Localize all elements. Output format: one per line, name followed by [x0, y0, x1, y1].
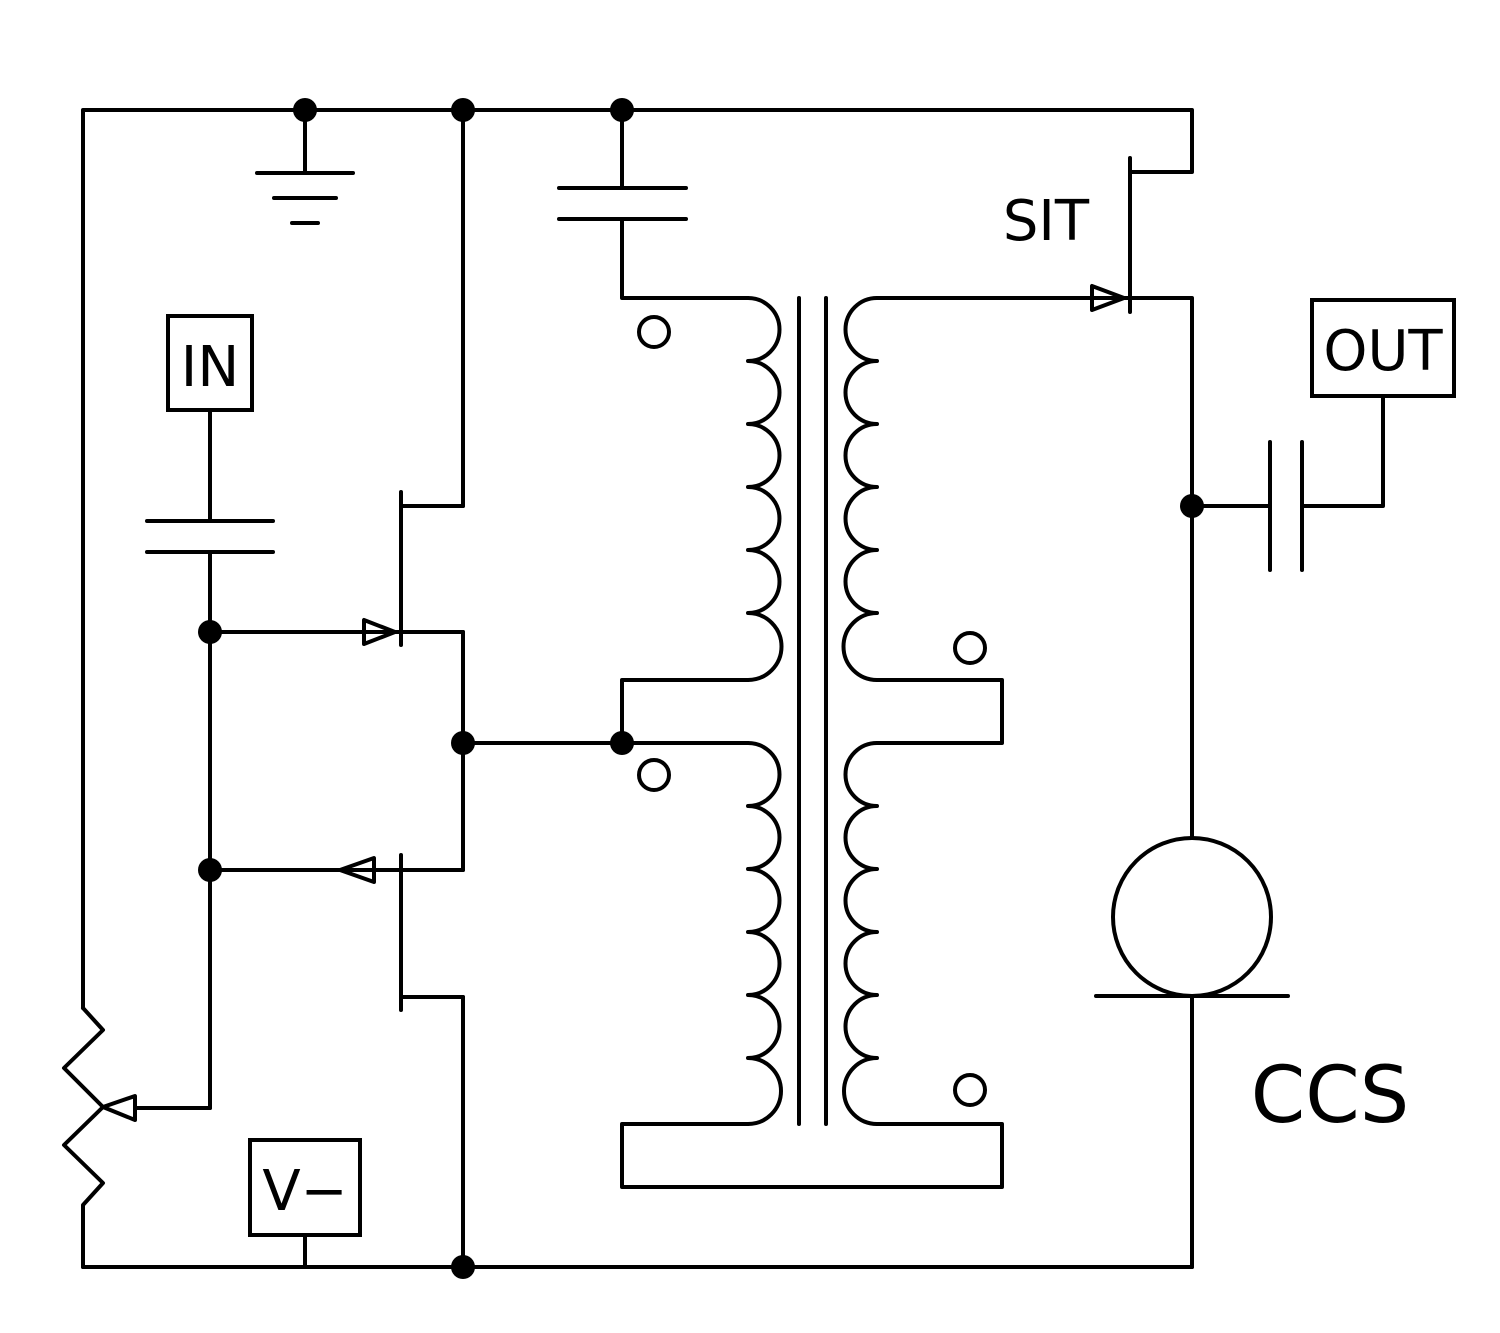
- upper-secondary-winding: [841, 296, 879, 682]
- input-terminal: IN: [166, 314, 254, 412]
- junction-dot: [610, 731, 634, 755]
- junction-dot: [1180, 494, 1204, 518]
- sit-transistor: SIT: [875, 156, 1194, 840]
- output-label: OUT: [1323, 319, 1443, 384]
- junction-dot: [610, 98, 634, 122]
- bottom-rail: [81, 1233, 1194, 1269]
- vneg-terminal: V−: [248, 1138, 362, 1237]
- upper-fet: [208, 108, 465, 872]
- ccs-label: CCS: [1251, 1051, 1409, 1141]
- junction-dot: [451, 1255, 475, 1279]
- bypass-capacitor: [557, 108, 750, 300]
- junction-dot: [293, 98, 317, 122]
- transformer: [620, 296, 1004, 1189]
- lower-fet: [208, 853, 465, 1269]
- output-capacitor: [1190, 394, 1385, 572]
- junction-dots: [198, 98, 1204, 1279]
- lower-primary-winding: [746, 741, 783, 1126]
- phase-dot-icon: [637, 315, 671, 349]
- lower-secondary-winding: [842, 741, 879, 1126]
- ground-symbol: [255, 108, 355, 225]
- vneg-label: V−: [262, 1159, 347, 1224]
- phase-dot-icon: [953, 1073, 987, 1107]
- junction-dot: [451, 98, 475, 122]
- sit-label: SIT: [1003, 189, 1090, 254]
- phase-dot-icon: [953, 631, 987, 665]
- junction-dot: [198, 620, 222, 644]
- input-label: IN: [181, 335, 239, 400]
- upper-primary-winding: [746, 296, 784, 682]
- ccs-current-source: CCS: [1094, 836, 1409, 1269]
- junction-dot: [198, 858, 222, 882]
- top-rail: [81, 108, 1194, 1010]
- output-terminal: OUT: [1310, 298, 1456, 398]
- phase-dot-icon: [637, 758, 671, 792]
- junction-dot: [451, 731, 475, 755]
- input-capacitor: [145, 408, 275, 1110]
- potentiometer: [62, 1006, 212, 1269]
